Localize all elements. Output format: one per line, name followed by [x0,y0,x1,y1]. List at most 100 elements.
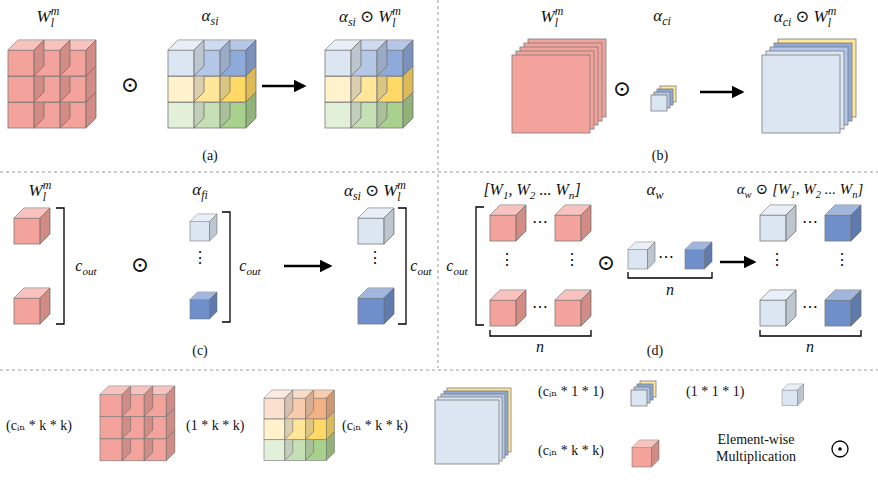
label-group: Wml [541,6,564,30]
drawing-part [168,40,256,128]
math-label: n [666,281,674,298]
label-group: ⋮ [192,248,208,267]
math-label: 1 [790,189,795,200]
label-group: ⊙ [613,76,631,102]
math-label: n [536,338,544,355]
drawing-part [762,55,840,133]
math-label: (c) [192,343,208,358]
label-group: ⋮ [834,250,850,269]
label-group: ⋮ [769,250,785,269]
bracket [628,272,712,278]
drawing-part [651,95,667,111]
math-label: ] [574,181,580,198]
drawing-part [838,447,842,451]
label-group: n [666,280,674,299]
math-label: w [745,189,752,200]
label-group: (a) [202,148,218,165]
script-stack: ml [828,6,837,30]
label-group: αw⊙[W1, W2 ... Wn] [737,180,864,198]
arrow [262,85,304,88]
label-group: αsi⊙Wml [344,180,406,204]
math-label: ⋮ [499,251,515,268]
math-label: si [348,15,356,29]
math-label: (a) [202,148,218,163]
label-group: (b) [652,148,668,165]
math-label: ⋮ [769,251,785,268]
math-label: ⋯ [802,213,818,230]
script-stack: ml [51,6,60,30]
math-label: l [392,18,401,30]
legend-text: (1 * 1 * 1) [686,384,776,401]
label-group: ⋯ [532,297,548,316]
label-group: ⋮ [564,250,580,269]
drawing-part [685,242,712,269]
legend-text: (cᵢₙ * k * k) [342,418,434,435]
drawing-part [825,205,861,241]
math-label: ] [857,181,863,197]
math-label: c [75,257,82,274]
drawing-part [14,208,50,244]
math-label: m [392,6,401,18]
math-label: c [239,257,246,274]
bracket [56,208,64,324]
drawing-part [358,288,394,324]
drawing-part [832,441,848,457]
label-group: αci [653,6,671,26]
drawing-part [264,390,334,460]
math-label: ⋮ [564,251,580,268]
math-label: ... W [535,181,568,198]
math-label: m [397,180,406,192]
multiply-symbol [832,441,848,457]
label-group: (d) [647,343,663,360]
math-label: ci [783,15,792,29]
drawing-part [190,214,217,241]
math-label: si [211,14,219,28]
math-label: ⋮ [367,249,383,266]
label-group: ⊙ [597,250,615,276]
label-group: cout [446,256,467,275]
math-label: ⊙ [121,72,139,97]
arrow [700,91,742,94]
drawing-part [555,290,591,326]
math-label: α [653,6,662,25]
math-label: out [417,265,431,277]
drawing-part [760,290,796,326]
legend-text: (1 * k * k) [186,418,266,435]
label-group: cout [410,256,431,275]
drawing-part [8,40,96,128]
math-label: out [82,265,96,277]
math-label: out [246,265,260,277]
result-stack [762,39,856,133]
bracket [476,207,484,325]
math-label: ⊙ [795,7,809,26]
bracket [398,208,406,324]
drawing-part [628,242,655,269]
math-label: l [51,18,60,30]
legend-text: (cᵢₙ * k * k) [538,443,630,460]
drawing-part [555,205,591,241]
math-label: 2 [816,189,821,200]
math-label: ci [662,14,671,28]
drawing-part [490,290,526,326]
channel-sample [631,381,656,406]
math-label: ⊙ [597,250,615,275]
drawing-part [631,390,647,406]
math-label: α [202,6,211,25]
math-label: m [828,6,837,18]
stack-sample [435,388,511,464]
math-label: n [569,189,575,201]
script-stack: ml [555,6,564,30]
panel-divider [0,0,878,370]
math-label: w [656,188,664,202]
label-group: ⋯ [532,212,548,231]
math-label: W [541,7,555,26]
math-label: l [43,192,52,204]
math-label: W [378,7,392,26]
math-label: ⊙ [613,76,631,101]
label-group: Wml [37,6,60,30]
drawing-part [190,292,217,319]
math-label: si [353,189,361,203]
label-group: ⊙ [121,72,139,98]
math-label: m [51,6,60,18]
label-group: αw [647,180,664,200]
